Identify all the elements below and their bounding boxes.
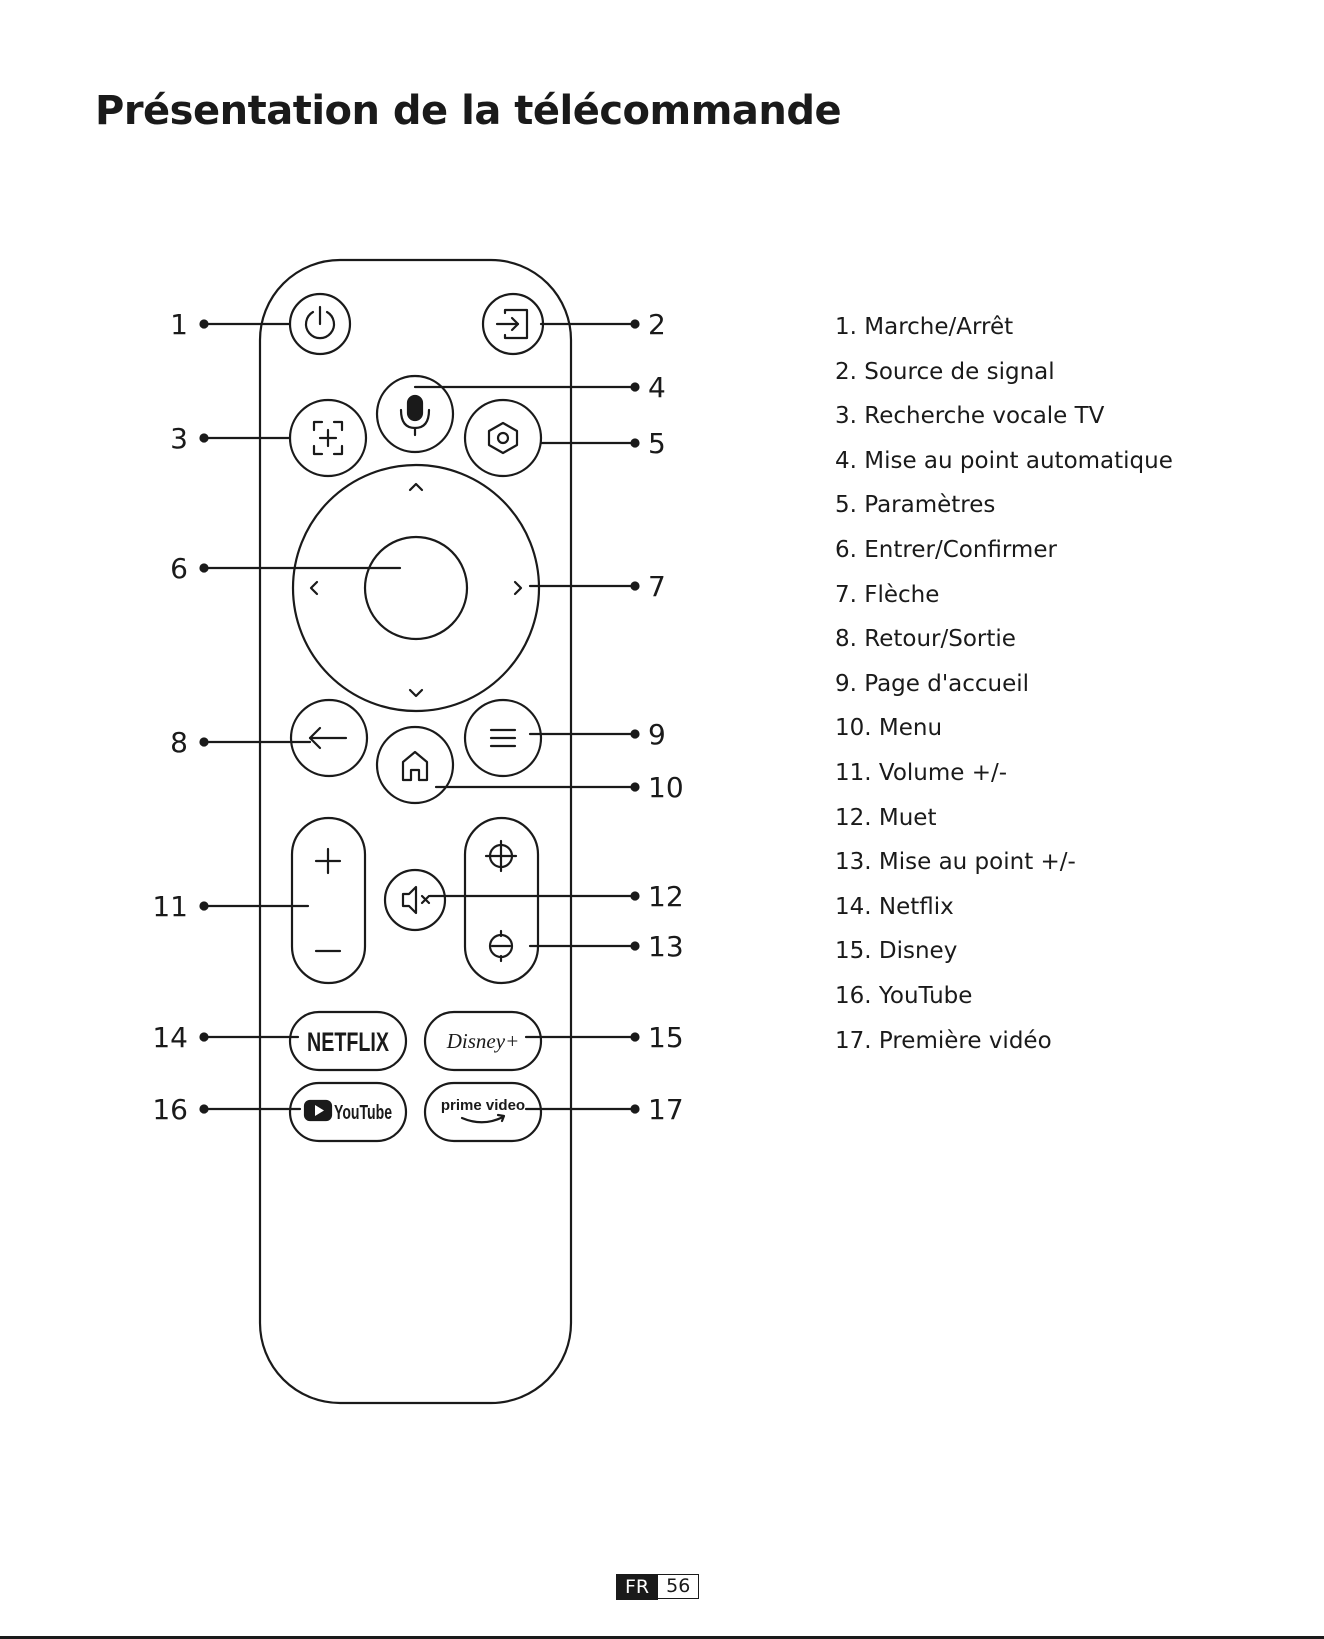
callout-3: 3 (170, 422, 188, 455)
home-icon (401, 750, 429, 782)
legend-item: 6. Entrer/Confirmer (835, 536, 1057, 563)
netflix-button[interactable]: NETFLIX (288, 1010, 408, 1072)
autofocus-mic-button[interactable] (375, 374, 455, 454)
voice-search-button[interactable] (288, 398, 368, 478)
callout-10: 10 (648, 771, 684, 804)
ok-button[interactable] (363, 535, 469, 641)
power-button[interactable] (288, 292, 352, 356)
callout-1: 1 (170, 308, 188, 341)
callout-8: 8 (170, 726, 188, 759)
home-button[interactable] (375, 725, 455, 805)
callout-2: 2 (648, 308, 666, 341)
legend-item: 15. Disney (835, 938, 958, 965)
page-footer: FR 56 (616, 1574, 700, 1600)
arrow-left-icon (308, 726, 348, 750)
prime-video-logo: prime video (441, 1097, 525, 1114)
youtube-button[interactable]: YouTube (288, 1081, 408, 1143)
callout-16: 16 (152, 1093, 188, 1126)
focus-rocker[interactable] (463, 816, 540, 985)
remote-body (258, 258, 573, 1405)
callout-12: 12 (648, 880, 684, 913)
callout-5: 5 (648, 427, 666, 460)
netflix-logo: NETFLIX (307, 1027, 389, 1057)
legend-item: 3. Recherche vocale TV (835, 403, 1105, 430)
menu-icon (489, 728, 517, 748)
callout-14: 14 (152, 1021, 188, 1054)
callout-lines (199, 319, 640, 1114)
callout-17: 17 (648, 1093, 684, 1126)
legend-item: 4. Mise au point automatique (835, 447, 1173, 474)
focus-plus-icon (484, 839, 518, 873)
disney-logo: Disney+ (446, 1029, 520, 1053)
volume-rocker[interactable] (290, 816, 367, 985)
callout-13: 13 (648, 930, 684, 963)
legend-item: 5. Paramètres (835, 492, 996, 519)
settings-button[interactable] (463, 398, 543, 478)
legend-item: 7. Flèche (835, 581, 940, 608)
microphone-icon (399, 394, 431, 437)
callout-9: 9 (648, 718, 666, 751)
legend-item: 11. Volume +/- (835, 759, 1008, 786)
callout-15: 15 (648, 1021, 684, 1054)
callout-7: 7 (648, 570, 666, 603)
bottom-rule (0, 1636, 1324, 1639)
direction-pad[interactable] (291, 463, 541, 713)
legend-item: 10. Menu (835, 715, 943, 742)
page-title: Présentation de la télécommande (95, 88, 842, 134)
legend-item: 2. Source de signal (835, 358, 1055, 385)
focus-minus-icon (488, 929, 514, 963)
legend-item: 14. Netflix (835, 893, 954, 920)
button-legend: 1. Marche/Arrêt 2. Source de signal 3. R… (835, 305, 1173, 1063)
callout-11: 11 (152, 890, 188, 923)
menu-button[interactable] (463, 698, 543, 778)
legend-item: 13. Mise au point +/- (835, 849, 1076, 876)
legend-item: 17. Première vidéo (835, 1027, 1052, 1054)
arrow-left-icon[interactable] (309, 580, 319, 596)
legend-item: 12. Muet (835, 804, 937, 831)
back-button[interactable] (289, 698, 369, 778)
prime-video-button[interactable]: prime video (423, 1081, 543, 1143)
source-button[interactable] (481, 292, 545, 356)
volume-up-icon (314, 847, 342, 875)
mute-button[interactable] (383, 868, 447, 932)
language-badge: FR (616, 1574, 659, 1600)
callout-6: 6 (170, 552, 188, 585)
arrow-down-icon[interactable] (408, 688, 424, 698)
gear-icon (487, 421, 519, 455)
legend-item: 9. Page d'accueil (835, 670, 1030, 697)
mute-icon (401, 885, 431, 915)
arrow-right-icon[interactable] (513, 580, 523, 596)
arrow-up-icon[interactable] (408, 482, 424, 492)
page-number: 56 (658, 1574, 700, 1599)
source-icon (495, 308, 529, 340)
legend-item: 1. Marche/Arrêt (835, 314, 1014, 340)
disney-button[interactable]: Disney+ (423, 1010, 543, 1072)
legend-item: 8. Retour/Sortie (835, 626, 1016, 653)
youtube-logo: YouTube (334, 1102, 392, 1124)
power-icon (304, 305, 336, 340)
callout-4: 4 (648, 371, 666, 404)
legend-item: 16. YouTube (835, 982, 973, 1009)
focus-frame-plus-icon (312, 420, 344, 456)
prime-smile-icon (460, 1115, 505, 1124)
